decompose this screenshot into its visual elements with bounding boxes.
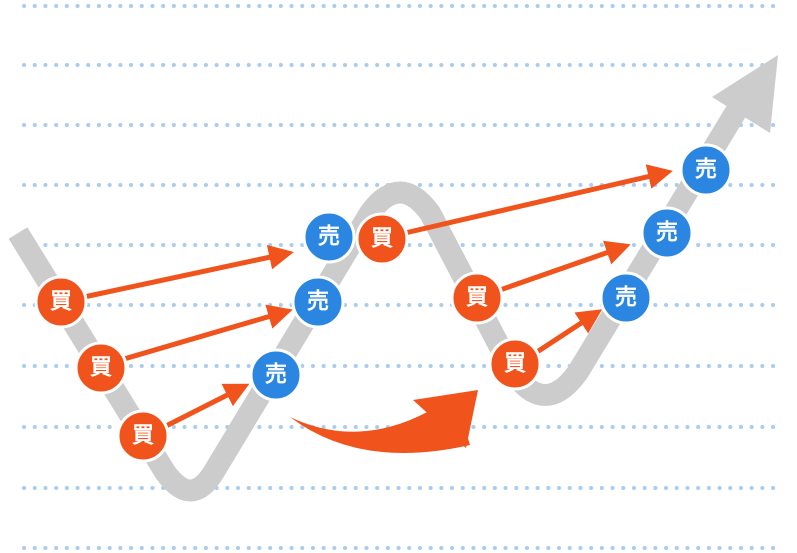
curved-arrow-body	[290, 395, 470, 454]
trade-arrow	[164, 383, 250, 429]
sell-label: 売	[615, 285, 637, 311]
trade-arrow	[83, 244, 294, 300]
buy-badge: 買	[34, 275, 88, 329]
curved-arrow-icon	[290, 390, 478, 454]
buy-label: 買	[50, 290, 72, 315]
sell-label: 売	[318, 224, 340, 250]
sell-badge: 売	[302, 210, 356, 264]
sell-badge: 売	[640, 206, 694, 260]
buy-badge: 買	[355, 212, 409, 266]
trade-arrow	[499, 240, 631, 293]
buy-label: 買	[466, 286, 488, 311]
sell-label: 売	[265, 362, 287, 388]
sell-label: 売	[307, 289, 329, 315]
sell-label: 売	[695, 157, 717, 183]
buy-badge: 買	[450, 271, 504, 325]
arrow-head-icon	[712, 55, 778, 133]
price-line	[8, 99, 750, 502]
sell-badge: 売	[599, 271, 653, 325]
price-path	[8, 55, 778, 502]
buy-label: 買	[132, 424, 154, 449]
sell-badge: 売	[679, 143, 733, 197]
trade-arrow	[535, 309, 603, 355]
sell-badge: 売	[249, 348, 303, 402]
buy-badge: 買	[488, 337, 542, 391]
dotted-gridlines	[22, 4, 782, 550]
trade-arrow	[404, 164, 673, 236]
sell-badges: 売 売 売 売 売 売	[249, 143, 733, 402]
trade-arrows	[83, 164, 673, 429]
buy-label: 買	[504, 352, 526, 377]
buy-badge: 買	[74, 341, 128, 395]
sell-label: 売	[656, 220, 678, 246]
buy-badges: 買 買 買 買 買 買	[34, 212, 542, 463]
buy-badge: 買	[116, 409, 170, 463]
trade-arrow	[123, 304, 293, 362]
buy-label: 買	[371, 227, 393, 252]
buy-label: 買	[90, 356, 112, 381]
curved-arrow-head	[413, 390, 478, 448]
sell-badge: 売	[291, 275, 345, 329]
